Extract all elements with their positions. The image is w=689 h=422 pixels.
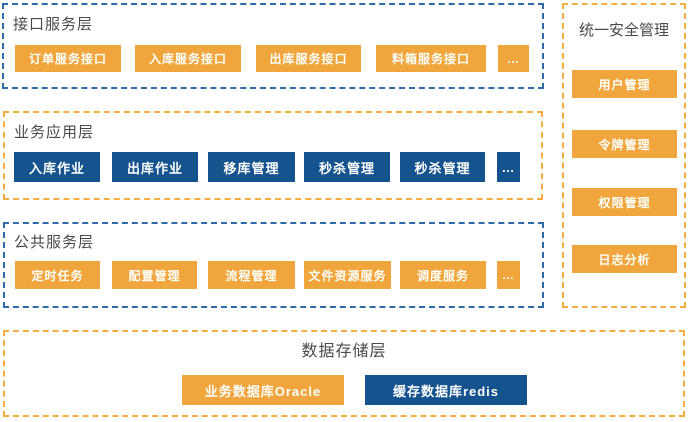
node-business-database-oracle: 业务数据库Oracle (182, 375, 344, 405)
panel-title-storage: 数据存储层 (301, 343, 387, 360)
panel-data-storage-layer: 数据存储层 业务数据库Oracle 缓存数据库redis (3, 330, 685, 417)
node-seckill-management-2: 秒杀管理 (400, 152, 485, 182)
panel-title-business: 业务应用层 (14, 124, 95, 141)
node-log-analysis: 日志分析 (572, 245, 677, 273)
node-file-resource-service: 文件资源服务 (304, 261, 391, 289)
node-process-management: 流程管理 (208, 261, 295, 289)
node-inbound-service-api: 入库服务接口 (135, 45, 241, 72)
node-user-management: 用户管理 (572, 70, 677, 98)
panel-common-service-layer: 公共服务层 定时任务 配置管理 流程管理 文件资源服务 调度服务 … (3, 222, 544, 308)
panel-title-security: 统一安全管理 (578, 22, 669, 39)
node-outbound-operation: 出库作业 (112, 152, 198, 182)
node-scheduled-tasks: 定时任务 (15, 261, 100, 289)
panel-interface-service-layer: 接口服务层 订单服务接口 入库服务接口 出库服务接口 料箱服务接口 … (2, 3, 544, 89)
node-inbound-operation: 入库作业 (14, 152, 100, 182)
node-outbound-service-api: 出库服务接口 (256, 45, 361, 72)
panel-business-application-layer: 业务应用层 入库作业 出库作业 移库管理 秒杀管理 秒杀管理 … (3, 111, 543, 200)
node-bin-service-api: 料箱服务接口 (376, 45, 486, 72)
node-interface-ellipsis: … (498, 45, 529, 72)
panel-unified-security-management: 统一安全管理 用户管理 令牌管理 权限管理 日志分析 (562, 3, 686, 308)
panel-title-common: 公共服务层 (14, 234, 95, 251)
panel-title-interface: 接口服务层 (13, 16, 94, 33)
node-common-ellipsis: … (497, 261, 520, 289)
node-permission-management: 权限管理 (572, 188, 677, 216)
node-config-management: 配置管理 (112, 261, 197, 289)
node-order-service-api: 订单服务接口 (15, 45, 121, 72)
node-dispatch-service: 调度服务 (400, 261, 486, 289)
node-token-management: 令牌管理 (572, 130, 677, 158)
node-seckill-management-1: 秒杀管理 (304, 152, 390, 182)
node-business-ellipsis: … (497, 152, 520, 182)
node-relocation-management: 移库管理 (208, 152, 295, 182)
node-cache-database-redis: 缓存数据库redis (365, 375, 527, 405)
